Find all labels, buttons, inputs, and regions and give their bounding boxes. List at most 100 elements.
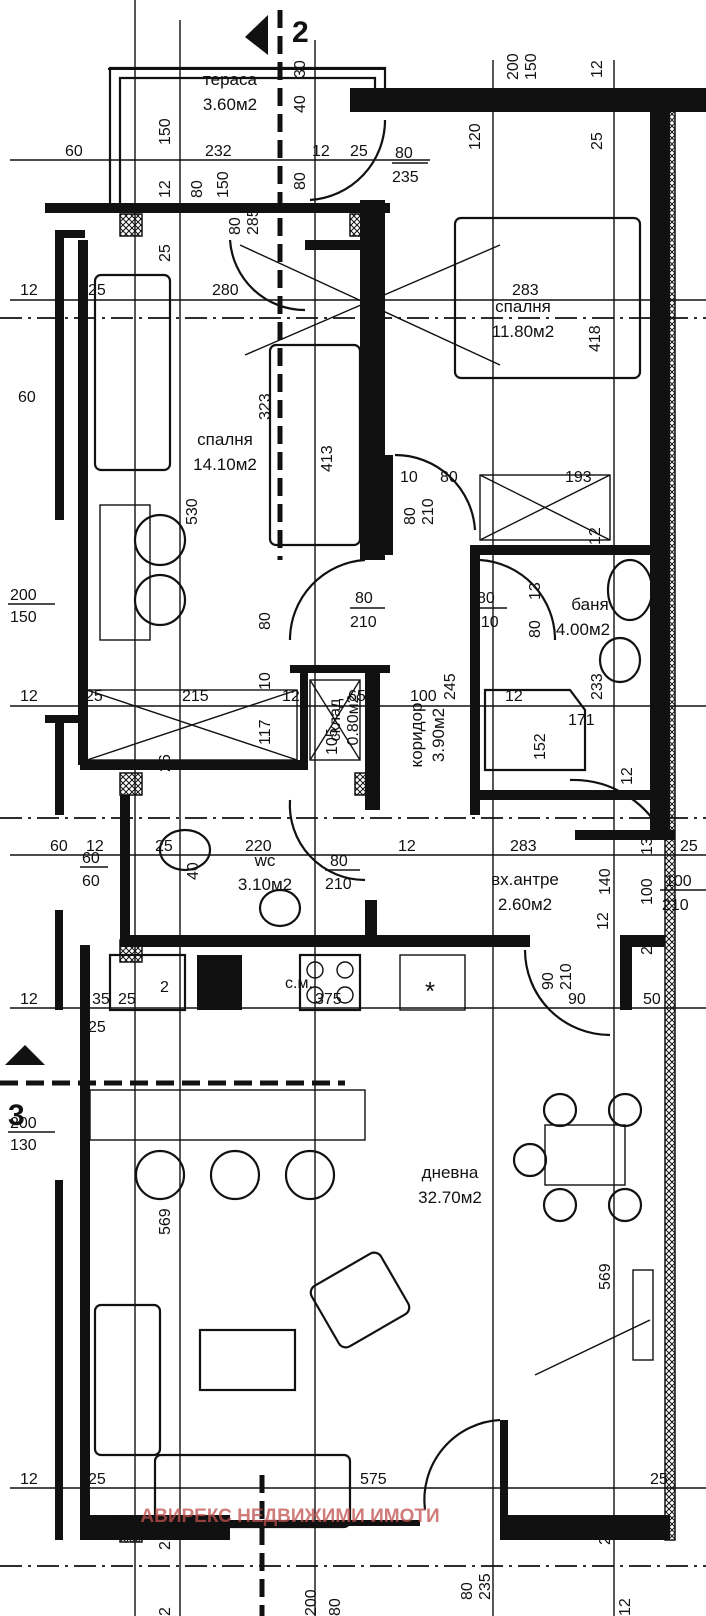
dimension-label: 150 <box>10 609 37 626</box>
room-labels: тераса 3.60м2 спалня 14.10м2 спалня 11.8… <box>193 70 610 1207</box>
room-area-bedroom-1: 14.10м2 <box>193 455 257 474</box>
dimension-label: 10 <box>400 469 418 486</box>
dimension-label: 80 <box>257 612 274 630</box>
dimension-label: 210 <box>558 963 575 990</box>
dimension-label: 575 <box>360 1471 387 1488</box>
dimension-label: 2 <box>160 979 169 996</box>
dimension-label: 530 <box>184 498 201 525</box>
dimension-label: 27 <box>639 937 656 955</box>
section-number: 2 <box>292 16 309 49</box>
dimension-label: 25 <box>155 838 173 855</box>
room-name-bedroom-2: спалня <box>495 297 551 316</box>
section-number: 3 <box>8 1099 25 1132</box>
dimension-label: 100 <box>665 873 692 890</box>
dishwasher <box>197 955 242 1010</box>
dimension-label: 5 <box>655 688 664 705</box>
dimension-label: 90 <box>540 972 557 990</box>
dimension-label: 245 <box>442 673 459 700</box>
fridge <box>399 954 466 1011</box>
dimension-label: 80 <box>327 1598 344 1616</box>
dimension-label: 12 <box>20 991 38 1008</box>
dimension-label: 12 <box>587 527 604 545</box>
door-swings <box>228 119 667 1511</box>
chair <box>133 513 187 567</box>
dimension-label: 150 <box>523 53 540 80</box>
dimension-label: 569 <box>597 1263 614 1290</box>
room-area-entrance: 2.60м2 <box>498 895 552 914</box>
room-area-bedroom-2: 11.80м2 <box>492 322 554 341</box>
dimension-label: 152 <box>532 733 549 760</box>
dimension-label: 12 <box>20 688 38 705</box>
dimension-label: 12 <box>617 1598 634 1616</box>
dimension-label: 26 <box>157 754 174 772</box>
dimension-label: 60 <box>82 850 100 867</box>
dimension-label: 413 <box>319 445 336 472</box>
dimension-label: 80 <box>227 217 244 235</box>
dimension-label: 100 <box>410 688 437 705</box>
dimension-label: 120 <box>467 123 484 150</box>
watermark: АВИРЕКС НЕДВИЖИМИ ИМОТИ <box>140 1506 439 1527</box>
room-name-entrance: вх.антре <box>491 870 559 889</box>
coffee-table <box>198 1328 297 1392</box>
dimension-label: 280 <box>212 282 239 299</box>
dimension-label: 80 <box>189 180 206 198</box>
dimension-label: 200 <box>10 587 37 604</box>
dimension-label: 50 <box>643 991 661 1008</box>
dimension-label: 210 <box>325 876 352 893</box>
washbasin <box>258 888 302 928</box>
dimension-label: 117 <box>257 719 274 745</box>
dimension-label: 285 <box>245 208 262 235</box>
dimension-label: 418 <box>587 325 604 352</box>
dimension-label: 80 <box>355 590 373 607</box>
dimension-label: 140 <box>597 868 614 895</box>
dimension-label: 80 <box>292 172 309 190</box>
dimension-label: 60 <box>18 389 36 406</box>
dimension-label: 569 <box>157 1208 174 1235</box>
dimension-label: 25 <box>157 1532 174 1550</box>
dimension-label: 80 <box>395 145 413 162</box>
dimension-label: 60 <box>82 873 100 890</box>
section-marker-2: 2 <box>245 15 309 55</box>
dimension-label: 65 <box>348 688 366 705</box>
dimension-label: 12 <box>157 180 174 198</box>
dimension-label: 25 <box>85 688 103 705</box>
washbasin <box>606 558 654 622</box>
kitchen-island <box>89 1089 366 1141</box>
dimension-label: 25 <box>597 1527 614 1545</box>
dimension-label: 200 <box>505 53 522 80</box>
dimension-label: 375 <box>315 991 342 1008</box>
dimension-label: 150 <box>215 171 232 198</box>
dimension-label: 80 <box>477 590 495 607</box>
section-marker-3: 3 <box>5 1045 45 1132</box>
dimension-label: 210 <box>420 498 437 525</box>
dimension-label: 2 <box>157 1607 174 1616</box>
dimension-numbers: 60 232 12 25 150 30 40 80 12 80 150 25 1… <box>18 60 698 1616</box>
dimension-label: 283 <box>510 838 537 855</box>
dimension-label: 25 <box>118 991 136 1008</box>
dimension-label: 150 <box>157 118 174 145</box>
dimension-label: 210 <box>662 897 689 914</box>
dimension-label: 80 <box>459 1582 476 1600</box>
dimension-label: 232 <box>205 143 232 160</box>
dimension-label: 130 <box>10 1137 37 1154</box>
dimension-label: 60 <box>50 838 68 855</box>
dimension-label: 220 <box>245 838 272 855</box>
dimension-label: 12 <box>20 282 38 299</box>
dimension-label: 40 <box>185 862 202 880</box>
room-area-wc: 3.10м2 <box>238 875 292 894</box>
dimension-label: 25 <box>350 143 368 160</box>
dimension-label: 193 <box>565 469 592 486</box>
dimension-label: 210 <box>350 614 377 631</box>
dimension-label: 210 <box>472 614 499 631</box>
dimension-label: 25 <box>88 282 106 299</box>
toilet <box>158 828 212 872</box>
dimension-label: 35 <box>92 991 110 1008</box>
dimension-label: 12 <box>595 912 612 930</box>
